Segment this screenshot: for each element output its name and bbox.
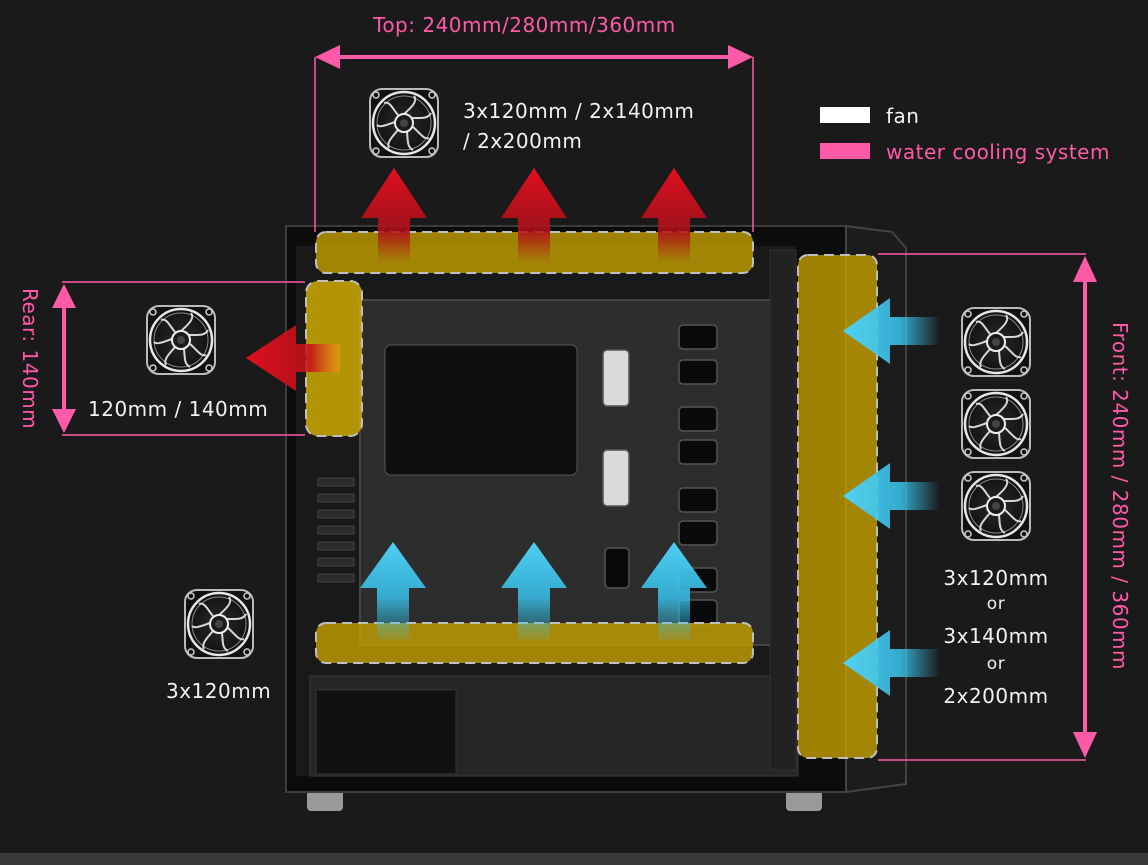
front-radiator-zone bbox=[797, 254, 878, 759]
top-fan-spec-line-2: / 2x200mm bbox=[463, 129, 583, 153]
exhaust-arrow-top-3 bbox=[641, 168, 707, 262]
intake-arrows bbox=[360, 298, 940, 696]
intake-arrow-front-2 bbox=[843, 463, 940, 529]
exhaust-arrows bbox=[246, 168, 707, 391]
legend-fan-label: fan bbox=[886, 104, 920, 128]
legend-fan-swatch bbox=[820, 107, 870, 123]
intake-arrow-bottom-3 bbox=[641, 542, 707, 640]
exhaust-arrow-top-1 bbox=[361, 168, 427, 262]
top-fan-icon bbox=[368, 87, 440, 159]
psu-window bbox=[315, 689, 457, 775]
expansion-slots bbox=[317, 477, 355, 583]
legend-water-label: water cooling system bbox=[886, 140, 1110, 164]
front-fan-icon-3 bbox=[960, 470, 1032, 542]
front-fan-spec-line-1: 3x120mm bbox=[943, 566, 1049, 590]
front-fan-icon-2 bbox=[960, 388, 1032, 460]
intake-arrow-bottom-2 bbox=[501, 542, 567, 640]
front-fan-spec-line-3: 3x140mm bbox=[943, 624, 1049, 648]
top-dimension-label: Top: 240mm/280mm/360mm bbox=[373, 13, 676, 37]
front-fan-spec-line-4: or bbox=[986, 654, 1006, 674]
intake-arrow-front-3 bbox=[843, 630, 940, 696]
top-fan-spec-line-1: 3x120mm / 2x140mm bbox=[463, 99, 695, 123]
bottom-fan-spec: 3x120mm bbox=[166, 679, 272, 703]
dimension-lines bbox=[62, 55, 1087, 761]
radiator-zones bbox=[305, 231, 878, 759]
intake-arrow-front-1 bbox=[843, 298, 940, 364]
rear-fan-icon bbox=[145, 304, 217, 376]
exhaust-arrow-top-2 bbox=[501, 168, 567, 262]
rear-dimension-label: Rear: 140mm bbox=[18, 288, 42, 430]
intake-arrow-bottom-1 bbox=[360, 542, 426, 640]
bottom-band bbox=[0, 853, 1148, 865]
bottom-fan-icon bbox=[183, 588, 255, 660]
legend-water-swatch bbox=[820, 143, 870, 159]
pc-case bbox=[285, 224, 907, 811]
rear-fan-spec: 120mm / 140mm bbox=[88, 397, 269, 421]
exhaust-arrow-rear bbox=[246, 325, 340, 391]
front-dimension-label: Front: 240mm / 280mm / 360mm bbox=[1108, 322, 1132, 671]
front-fan-spec-line-2: or bbox=[986, 594, 1006, 614]
dimension-arrowheads bbox=[52, 45, 1097, 758]
front-fan-icon-1 bbox=[960, 306, 1032, 378]
cpu-cutout bbox=[384, 344, 578, 476]
front-fan-spec-line-5: 2x200mm bbox=[943, 684, 1049, 708]
